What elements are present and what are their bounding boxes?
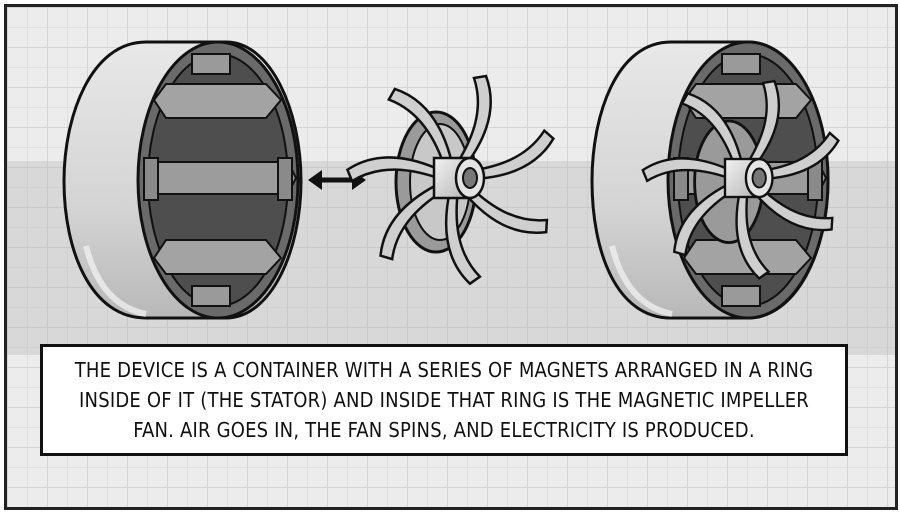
magnetic-impeller-fan (345, 74, 558, 288)
assembled-device (590, 40, 843, 320)
stator-ring (62, 40, 303, 320)
impeller-hub (432, 156, 486, 200)
caption-box: THE DEVICE IS A CONTAINER WITH A SERIES … (40, 344, 848, 456)
caption-text: THE DEVICE IS A CONTAINER WITH A SERIES … (74, 358, 814, 442)
impeller-inside (640, 79, 843, 282)
magnet (143, 53, 298, 307)
